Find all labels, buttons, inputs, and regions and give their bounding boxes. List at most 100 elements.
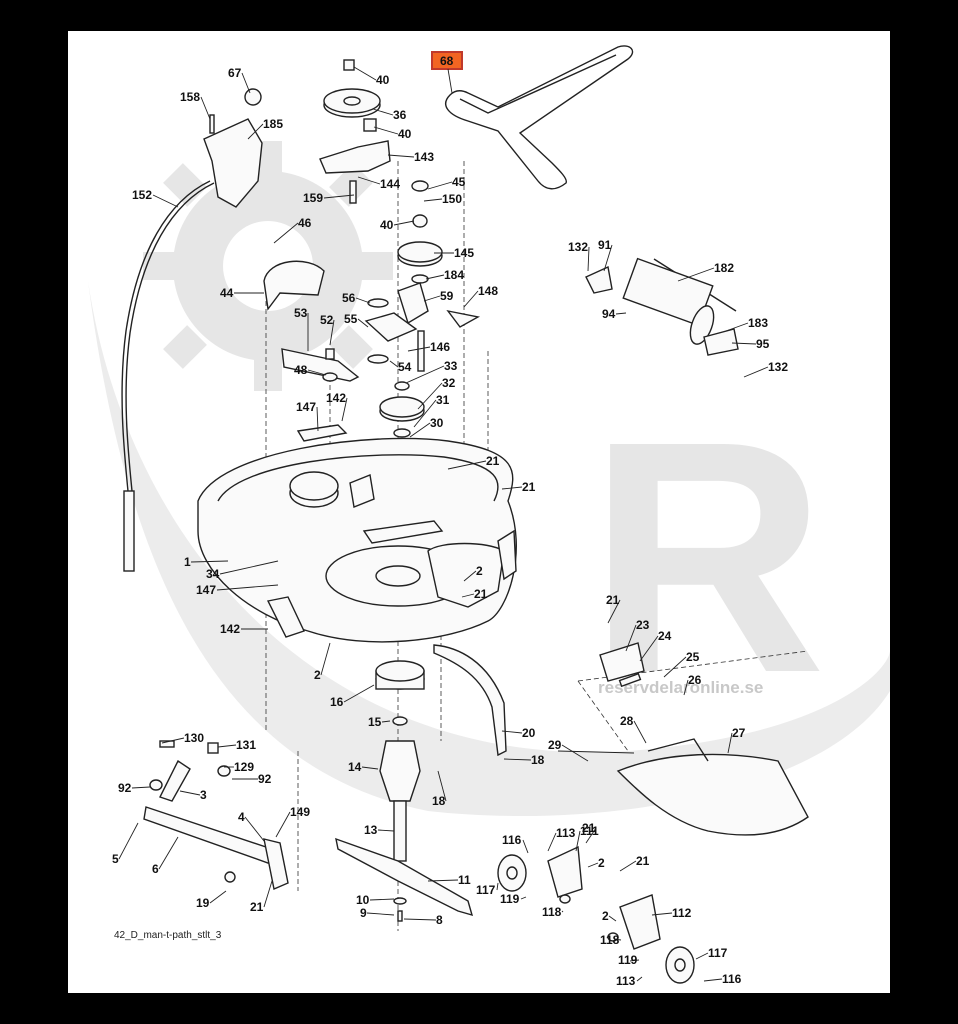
part-number-label[interactable]: 132 — [768, 360, 788, 374]
part-number-label[interactable]: 184 — [444, 268, 464, 282]
part-number-label[interactable]: 36 — [393, 108, 407, 122]
part-number-label[interactable]: 185 — [263, 117, 283, 131]
part-number-label[interactable]: 56 — [342, 291, 356, 305]
part-number-label[interactable]: 40 — [380, 218, 394, 232]
part-number-label[interactable]: 52 — [320, 313, 334, 327]
part-number-label[interactable]: 21 — [582, 821, 596, 835]
part-number-label[interactable]: 32 — [442, 376, 456, 390]
part-number-label[interactable]: 118 — [600, 933, 620, 947]
part-number-label[interactable]: 150 — [442, 192, 462, 206]
part-number-label[interactable]: 18 — [432, 794, 446, 808]
part-number-label[interactable]: 149 — [290, 805, 310, 819]
part-number-label[interactable]: 44 — [220, 286, 234, 300]
part-number-label[interactable]: 21 — [522, 480, 536, 494]
part-number-label[interactable]: 20 — [522, 726, 536, 740]
part-number-label[interactable]: 14 — [348, 760, 362, 774]
part-number-label[interactable]: 1 — [184, 555, 191, 569]
part-number-label[interactable]: 2 — [314, 668, 321, 682]
part-number-label[interactable]: 113 — [556, 826, 576, 840]
part-number-label[interactable]: 19 — [196, 896, 210, 910]
part-number-label[interactable]: 18 — [531, 753, 545, 767]
part-number-label[interactable]: 116 — [502, 833, 522, 847]
part-number-label[interactable]: 59 — [440, 289, 454, 303]
part-number-label[interactable]: 11 — [458, 873, 471, 887]
part-number-label[interactable]: 67 — [228, 66, 242, 80]
leader-line — [695, 952, 709, 960]
part-number-label[interactable]: 4 — [238, 810, 245, 824]
part-number-label[interactable]: 2 — [476, 564, 483, 578]
part-number-label[interactable]: 33 — [444, 359, 458, 373]
part-number-label[interactable]: 21 — [474, 587, 488, 601]
part-number-label[interactable]: 145 — [454, 246, 474, 260]
part-number-label[interactable]: 119 — [500, 892, 520, 906]
part-number-label[interactable]: 147 — [196, 583, 216, 597]
part-number-label[interactable]: 23 — [636, 618, 650, 632]
part-number-label[interactable]: 3 — [200, 788, 207, 802]
part-number-label[interactable]: 132 — [568, 240, 588, 254]
part-number-label[interactable]: 25 — [686, 650, 700, 664]
leader-line — [263, 880, 273, 908]
part-number-label[interactable]: 146 — [430, 340, 450, 354]
part-number-label[interactable]: 111 — [580, 824, 599, 838]
part-number-label[interactable]: 142 — [220, 622, 240, 636]
part-number-label[interactable]: 116 — [722, 972, 742, 986]
part-number-label[interactable]: 119 — [618, 953, 638, 967]
part-number-label[interactable]: 45 — [452, 175, 466, 189]
part-number-label[interactable]: 21 — [636, 854, 650, 868]
part-number-label[interactable]: 28 — [620, 714, 634, 728]
part-number-label[interactable]: 158 — [180, 90, 200, 104]
part-number-label[interactable]: 129 — [234, 760, 254, 774]
part-number-label[interactable]: 143 — [414, 150, 434, 164]
part-number-label[interactable]: 131 — [236, 738, 256, 752]
highlighted-part-number[interactable]: 68 — [440, 54, 454, 68]
part-number-label[interactable]: 6 — [152, 862, 159, 876]
part-number-label[interactable]: 117 — [708, 946, 728, 960]
part-number-label[interactable]: 8 — [436, 913, 443, 927]
part-number-label[interactable]: 159 — [303, 191, 323, 205]
part-number-label[interactable]: 40 — [376, 73, 390, 87]
part-number-label[interactable]: 92 — [258, 772, 272, 786]
part-number-label[interactable]: 152 — [132, 188, 152, 202]
part-number-label[interactable]: 13 — [364, 823, 378, 837]
part-number-label[interactable]: 148 — [478, 284, 498, 298]
part-number-label[interactable]: 21 — [486, 454, 500, 468]
part-number-label[interactable]: 2 — [598, 856, 605, 870]
part-number-label[interactable]: 91 — [598, 238, 612, 252]
part-number-label[interactable]: 144 — [380, 177, 400, 191]
part-number-label[interactable]: 30 — [430, 416, 444, 430]
part-number-label[interactable]: 55 — [344, 312, 358, 326]
part-number-label[interactable]: 46 — [298, 216, 312, 230]
part-number-label[interactable]: 94 — [602, 307, 616, 321]
part-number-label[interactable]: 54 — [398, 360, 412, 374]
part-number-label[interactable]: 130 — [184, 731, 204, 745]
part-number-label[interactable]: 40 — [398, 127, 412, 141]
part-number-label[interactable]: 21 — [250, 900, 264, 914]
part-number-label[interactable]: 2 — [602, 909, 609, 923]
part-number-label[interactable]: 29 — [548, 738, 562, 752]
part-number-label[interactable]: 147 — [296, 400, 316, 414]
part-number-label[interactable]: 34 — [206, 567, 220, 581]
part-number-label[interactable]: 95 — [756, 337, 770, 351]
part-number-label[interactable]: 31 — [436, 393, 450, 407]
part-number-label[interactable]: 48 — [294, 363, 308, 377]
part-number-label[interactable]: 182 — [714, 261, 734, 275]
part-number-label[interactable]: 9 — [360, 906, 367, 920]
part-number-label[interactable]: 27 — [732, 726, 746, 740]
part-number-label[interactable]: 118 — [542, 905, 562, 919]
leader-line — [561, 910, 564, 913]
part-number-label[interactable]: 5 — [112, 852, 119, 866]
highlighted-part-label[interactable]: 68 — [431, 51, 463, 94]
part-number-label[interactable]: 117 — [476, 883, 496, 897]
part-number-label[interactable]: 15 — [368, 715, 382, 729]
part-number-label[interactable]: 113 — [616, 974, 636, 988]
part-number-label[interactable]: 16 — [330, 695, 344, 709]
part-number-label[interactable]: 92 — [118, 781, 132, 795]
part-number-label[interactable]: 112 — [672, 906, 692, 920]
part-number-label[interactable]: 24 — [658, 629, 672, 643]
part-number-label[interactable]: 183 — [748, 316, 768, 330]
part-number-label[interactable]: 21 — [606, 593, 620, 607]
part-number-label[interactable]: 142 — [326, 391, 346, 405]
part-number-label[interactable]: 26 — [688, 673, 702, 687]
part-number-label[interactable]: 53 — [294, 306, 308, 320]
part-number-label[interactable]: 10 — [356, 893, 370, 907]
